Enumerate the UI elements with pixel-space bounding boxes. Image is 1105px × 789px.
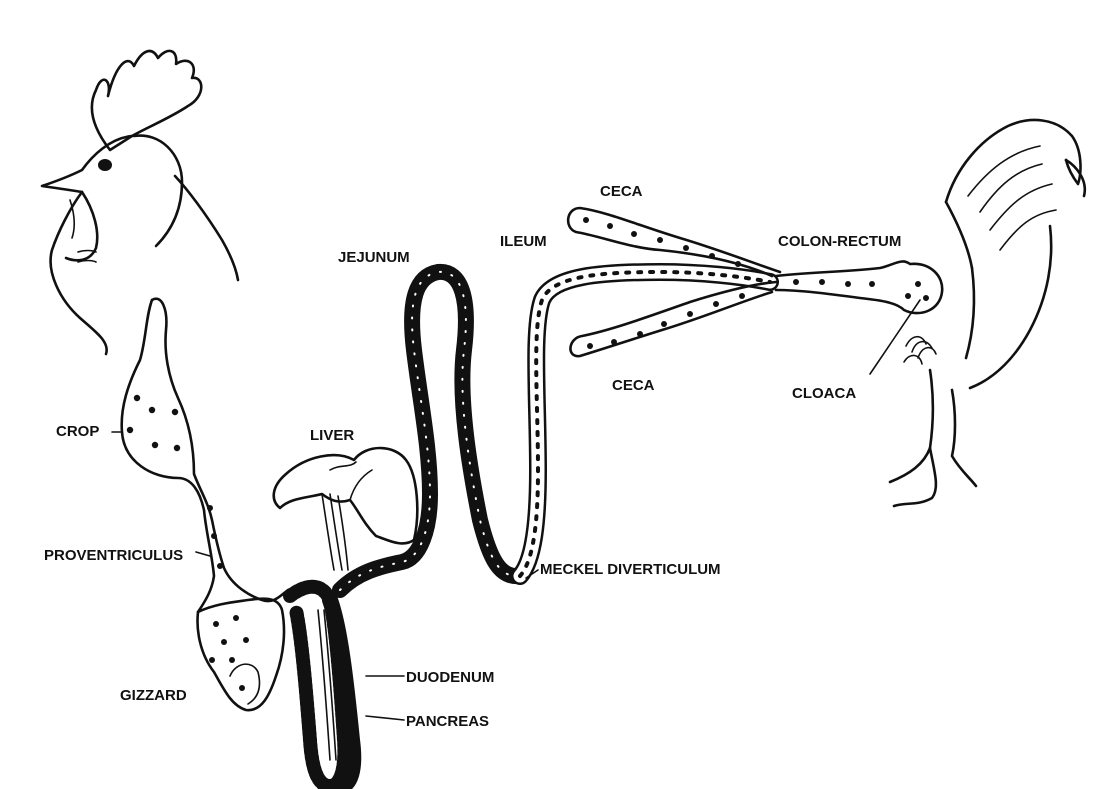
proventriculus-leader [196, 552, 210, 556]
label-jejunum: JEJUNUM [338, 249, 410, 266]
jejunum-organ [340, 272, 520, 590]
label-crop: CROP [56, 423, 99, 440]
label-ceca-lower: CECA [612, 377, 655, 394]
label-gizzard: GIZZARD [120, 687, 187, 704]
rooster-head [42, 51, 238, 354]
gizzard-organ [198, 599, 284, 711]
label-meckel-diverticulum: MECKEL DIVERTICULUM [540, 561, 721, 578]
label-proventriculus: PROVENTRICULUS [44, 547, 183, 564]
label-cloaca: CLOACA [792, 385, 856, 402]
label-liver: LIVER [310, 427, 354, 444]
cloaca-leader [870, 300, 920, 374]
label-ceca-upper: CECA [600, 183, 643, 200]
liver-organ [274, 448, 418, 570]
label-ileum: ILEUM [500, 233, 547, 250]
pancreas-leader [366, 716, 404, 720]
ceca-lower [570, 282, 776, 356]
crop-organ [122, 299, 288, 612]
leader-lines [112, 300, 920, 720]
label-colon-rectum: COLON-RECTUM [778, 233, 901, 250]
label-duodenum: DUODENUM [406, 669, 494, 686]
duodenum-organ [290, 587, 353, 786]
label-pancreas: PANCREAS [406, 713, 489, 730]
